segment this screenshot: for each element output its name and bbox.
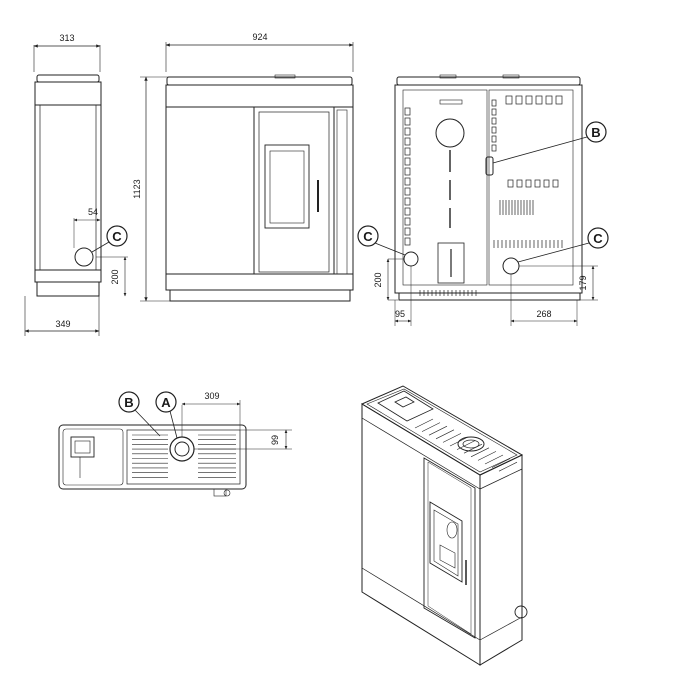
side-label-c-marker: C — [91, 225, 128, 253]
rear-slot — [491, 99, 497, 107]
rear-slot — [404, 177, 411, 186]
rear-right-offset-label: 268 — [536, 309, 551, 319]
rear-slot — [404, 117, 411, 126]
iso-grille-slat — [484, 454, 504, 465]
iso-top-grille — [414, 418, 518, 472]
side-pipe-offset-label: 54 — [88, 207, 98, 217]
rear-slot — [543, 179, 550, 188]
iso-grille-slat — [491, 458, 511, 468]
side-depth-label: 349 — [55, 319, 70, 329]
iso-grille-slat — [456, 440, 476, 450]
rear-vent-slots — [404, 95, 563, 296]
iso-view — [360, 385, 528, 666]
rear-slot — [555, 95, 563, 105]
rear-slot — [535, 95, 543, 105]
rear-slot — [404, 137, 411, 146]
rear-slot — [552, 179, 559, 188]
iso-grille-slat — [435, 429, 455, 440]
rear-slot — [491, 135, 497, 143]
rear-slot — [404, 157, 411, 166]
front-height-label: 1123 — [132, 179, 142, 198]
side-pipe-circle — [74, 247, 94, 267]
rear-slot — [404, 107, 411, 116]
rear-pipe-height-label: 200 — [373, 272, 383, 287]
rear-slot — [404, 217, 411, 226]
rear-slot — [404, 127, 411, 136]
rear-slot — [515, 95, 523, 105]
side-pipe-height-label: 200 — [110, 269, 120, 284]
iso-grille-slat — [421, 422, 441, 432]
rear-right-height-label: 179 — [578, 275, 588, 290]
rear-view — [394, 74, 583, 301]
rear-outlet-circle — [435, 118, 465, 148]
top-offset-y-label: 99 — [270, 435, 280, 445]
side-label-c: C — [112, 229, 122, 244]
top-flue-outer — [169, 436, 195, 462]
rear-dims — [386, 258, 598, 326]
top-label-a: A — [161, 395, 171, 410]
rear-intake-left — [403, 251, 419, 267]
iso-grille-slat — [428, 425, 448, 436]
front-width-label: 924 — [252, 32, 267, 42]
top-label-b: B — [124, 395, 133, 410]
rear-slot — [404, 167, 411, 176]
front-view — [140, 42, 354, 302]
rear-slot — [404, 237, 411, 246]
top-label-b-marker: B — [118, 391, 161, 437]
iso-grille-slat — [449, 436, 469, 447]
rear-slot — [491, 144, 497, 152]
rear-slot — [545, 95, 553, 105]
iso-grille-slat — [414, 418, 434, 429]
iso-side-face — [479, 454, 523, 666]
rear-slot — [404, 147, 411, 156]
rear-intake-right — [502, 257, 520, 275]
rear-slot — [534, 179, 541, 188]
rear-label-c-left-marker: C — [357, 225, 406, 256]
rear-slot — [491, 126, 497, 134]
rear-label-c-left: C — [363, 229, 373, 244]
rear-slot — [491, 117, 497, 125]
rear-slot — [525, 179, 532, 188]
rear-slot — [507, 179, 514, 188]
rear-label-b: B — [591, 125, 600, 140]
rear-slot — [404, 207, 411, 216]
rear-slot — [516, 179, 523, 188]
rear-label-c-right-marker: C — [517, 227, 609, 263]
rear-slot — [525, 95, 533, 105]
rear-slot — [404, 227, 411, 236]
top-view — [58, 424, 247, 497]
top-grille — [132, 434, 236, 478]
iso-grille-slat — [442, 433, 462, 443]
iso-grille-slat — [470, 447, 490, 458]
top-offset-x-label: 309 — [204, 391, 219, 401]
rear-slot — [491, 108, 497, 116]
rear-slot — [404, 197, 411, 206]
iso-grille-slat — [463, 443, 483, 454]
rear-pipe-offset-label: 95 — [395, 309, 405, 319]
iso-grille-slat — [498, 461, 518, 472]
side-view — [24, 44, 128, 336]
top-label-a-marker: A — [155, 391, 178, 439]
top-dims — [181, 400, 292, 450]
rear-label-b-marker: B — [492, 121, 607, 164]
rear-slot — [404, 187, 411, 196]
rear-slot — [505, 95, 513, 105]
top-flue-inner — [174, 441, 190, 457]
rear-label-c-right: C — [593, 231, 603, 246]
iso-grille-slat — [477, 451, 497, 461]
side-width-label: 313 — [59, 33, 74, 43]
